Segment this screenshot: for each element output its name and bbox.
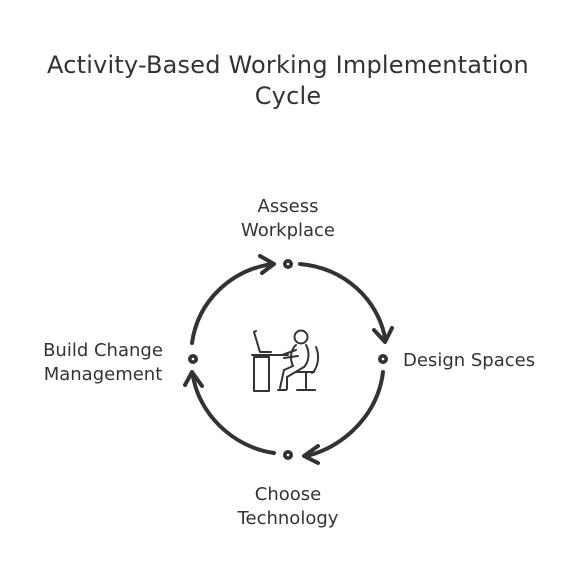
node-label-build-change-management: Build Change Management [20,339,186,387]
arrowhead-icon [258,254,276,275]
node-label-line: Workplace [240,220,335,241]
node-dot-inner [286,453,290,457]
node-label-line: Build Change [43,340,163,361]
node-label-design-spaces: Design Spaces [403,349,553,373]
node-label-line: Assess [257,196,319,217]
node-dot-inner [286,262,290,266]
node-label-line: Technology [237,508,339,529]
node-dot-inner [191,357,195,361]
title-line-1: Activity-Based Working Implementation [47,51,529,79]
arrowhead-icon [183,370,204,388]
node-label-line: Design Spaces [403,350,536,371]
node-label-line: Choose [254,484,322,505]
cycle-arrow-management-to-assess [190,262,274,345]
arrowhead-icon [302,444,320,465]
diagram-title: Activity-Based Working Implementation Cy… [0,50,576,112]
node-label-choose-technology: Choose Technology [188,483,388,531]
node-label-line: Management [43,364,163,385]
node-dot-inner [381,357,385,361]
person-at-computer-desk-icon [251,329,320,392]
node-label-assess-workplace: Assess Workplace [188,195,388,243]
cycle-arrow-assess-to-design [298,262,387,340]
arrowhead-icon [372,326,394,344]
title-line-2: Cycle [254,82,322,110]
cycle-arrow-design-to-technology [305,370,385,458]
cycle-arrow-technology-to-management [191,374,276,455]
